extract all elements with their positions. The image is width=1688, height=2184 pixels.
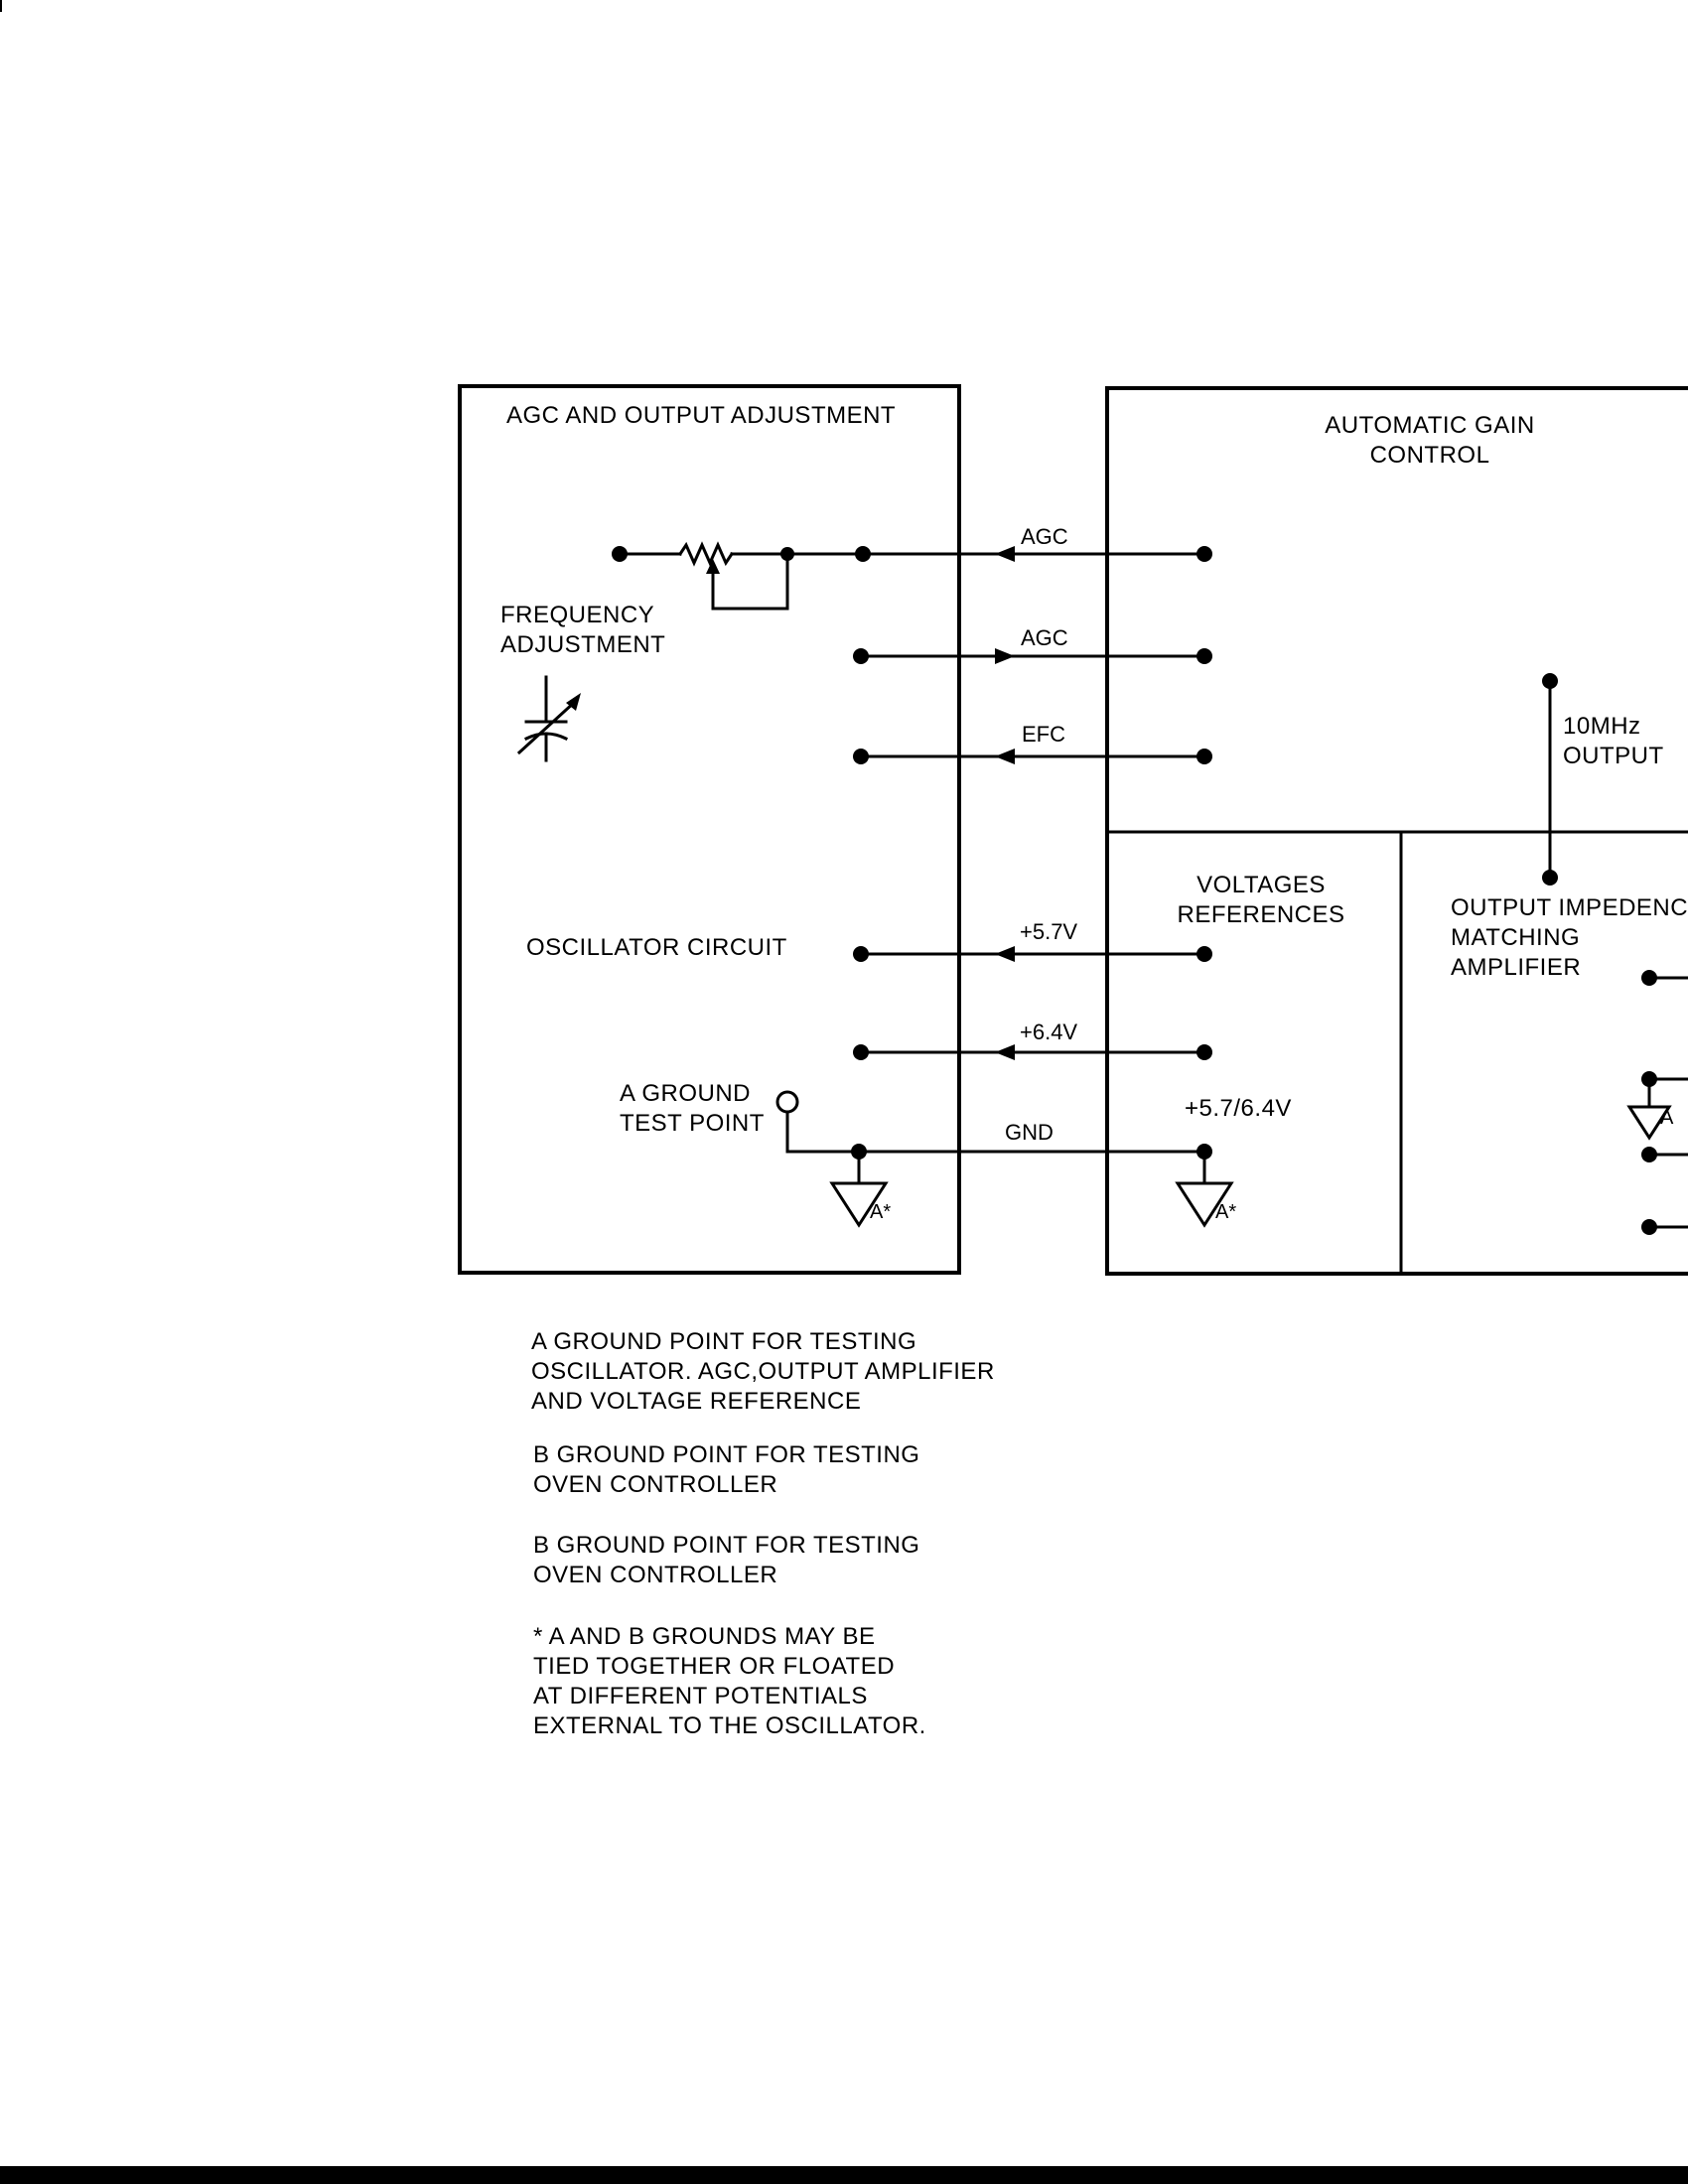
variable-capacitor-icon <box>516 675 579 762</box>
ground-icon-center <box>1175 1181 1234 1228</box>
signal-label-agc-out: AGC <box>1021 625 1068 650</box>
note-line: EXTERNAL TO THE OSCILLATOR. <box>533 1712 926 1739</box>
terminal-dot <box>1196 1144 1212 1160</box>
terminal-dot <box>853 749 869 764</box>
oscillator-circuit-label: OSCILLATOR CIRCUIT <box>526 934 787 961</box>
voltage-reference-title-line1: VOLTAGES <box>1196 872 1326 898</box>
voltage-reference-title-line2: REFERENCES <box>1177 901 1345 928</box>
note-line: AT DIFFERENT POTENTIALS <box>533 1683 868 1709</box>
terminal-dot <box>1542 673 1558 689</box>
ground-center-label: A* <box>1215 1201 1237 1223</box>
test-point-label: A GROUND TEST POINT <box>620 1079 765 1139</box>
note-1: A GROUND POINT FOR TESTING OSCILLATOR. A… <box>531 1327 995 1417</box>
terminal-dot <box>1542 870 1558 886</box>
ground-icon-right <box>1626 1105 1672 1141</box>
note-2: B GROUND POINT FOR TESTING OVEN CONTROLL… <box>533 1440 919 1500</box>
arrow-efc <box>995 749 1015 764</box>
terminal-dot <box>1196 946 1212 962</box>
frequency-adjustment-label: FREQUENCY ADJUSTMENT <box>500 601 665 660</box>
terminal-dot <box>1196 749 1212 764</box>
terminal-dot <box>780 547 794 561</box>
terminal-dot <box>1196 546 1212 562</box>
note-3: B GROUND POINT FOR TESTING OVEN CONTROLL… <box>533 1531 919 1590</box>
terminal-dot <box>853 1044 869 1060</box>
terminal-dot <box>855 546 871 562</box>
arrow-agc-in <box>995 546 1015 562</box>
test-point-icon <box>775 1090 799 1114</box>
note-line: OVEN CONTROLLER <box>533 1471 778 1498</box>
frequency-adjustment-line1: FREQUENCY <box>500 602 655 628</box>
frequency-adjustment-line2: ADJUSTMENT <box>500 631 666 658</box>
test-point-line1: A GROUND <box>620 1080 752 1107</box>
note-line: A GROUND POINT FOR TESTING <box>531 1328 917 1355</box>
variable-capacitor-arrow <box>566 693 581 711</box>
potentiometer-wiper-arrow <box>706 559 720 574</box>
terminal-dot <box>853 946 869 962</box>
terminal-dot <box>1641 1071 1657 1087</box>
agc-block-title: AUTOMATIC GAIN CONTROL <box>1281 411 1579 471</box>
output-amplifier-title: OUTPUT IMPEDENC MATCHING AMPLIFIER <box>1451 893 1688 983</box>
output-10mhz-line1: 10MHz <box>1563 713 1641 740</box>
arrow-v64 <box>995 1044 1015 1060</box>
output-10mhz-line2: OUTPUT <box>1563 743 1664 769</box>
note-line: AND VOLTAGE REFERENCE <box>531 1388 862 1415</box>
agc-block-title-line1: AUTOMATIC GAIN <box>1325 412 1535 439</box>
terminal-dot <box>1196 1044 1212 1060</box>
signal-label-agc-in: AGC <box>1021 524 1068 549</box>
note-line: B GROUND POINT FOR TESTING <box>533 1532 920 1559</box>
note-line: OVEN CONTROLLER <box>533 1562 778 1588</box>
note-line: TIED TOGETHER OR FLOATED <box>533 1653 896 1680</box>
ground-left-label: A* <box>870 1201 892 1223</box>
voltage-reference-title: VOLTAGES REFERENCES <box>1152 871 1370 930</box>
terminal-dot <box>851 1144 867 1160</box>
note-line: * A AND B GROUNDS MAY BE <box>533 1623 876 1650</box>
output-10mhz-label: 10MHz OUTPUT <box>1563 712 1664 771</box>
arrow-agc-out <box>995 648 1015 664</box>
terminal-dot <box>1641 970 1657 986</box>
voltage-reference-level: +5.7/6.4V <box>1185 1095 1292 1122</box>
terminal-dot <box>1641 1147 1657 1162</box>
terminal-dot <box>1641 1219 1657 1235</box>
test-point-line2: TEST POINT <box>620 1110 765 1137</box>
potentiometer-icon <box>618 541 865 611</box>
arrow-v57 <box>995 946 1015 962</box>
output-amplifier-title-line3: AMPLIFIER <box>1451 954 1582 981</box>
signal-label-v64: +6.4V <box>1020 1020 1078 1044</box>
agc-block-title-line2: CONTROL <box>1369 442 1490 469</box>
scan-bottom-edge <box>0 2166 1688 2184</box>
terminal-dot <box>612 546 628 562</box>
signal-label-gnd: GND <box>1005 1120 1054 1145</box>
terminal-dot <box>853 648 869 664</box>
terminal-dot <box>1196 648 1212 664</box>
signal-label-efc: EFC <box>1022 722 1065 747</box>
output-amplifier-title-line2: MATCHING <box>1451 924 1581 951</box>
ground-icon-left <box>829 1181 889 1228</box>
ground-right-label: A <box>1660 1107 1674 1129</box>
signal-label-v57: +5.7V <box>1020 919 1078 944</box>
note-line: B GROUND POINT FOR TESTING <box>533 1441 920 1468</box>
note-4: * A AND B GROUNDS MAY BE TIED TOGETHER O… <box>533 1622 926 1741</box>
scan-corner-mark <box>0 0 2 12</box>
agc-adjustment-block-title: AGC AND OUTPUT ADJUSTMENT <box>506 402 897 429</box>
agc-adjustment-block <box>458 384 961 1275</box>
output-amplifier-title-line1: OUTPUT IMPEDENC <box>1451 894 1688 921</box>
note-line: OSCILLATOR. AGC,OUTPUT AMPLIFIER <box>531 1358 995 1385</box>
